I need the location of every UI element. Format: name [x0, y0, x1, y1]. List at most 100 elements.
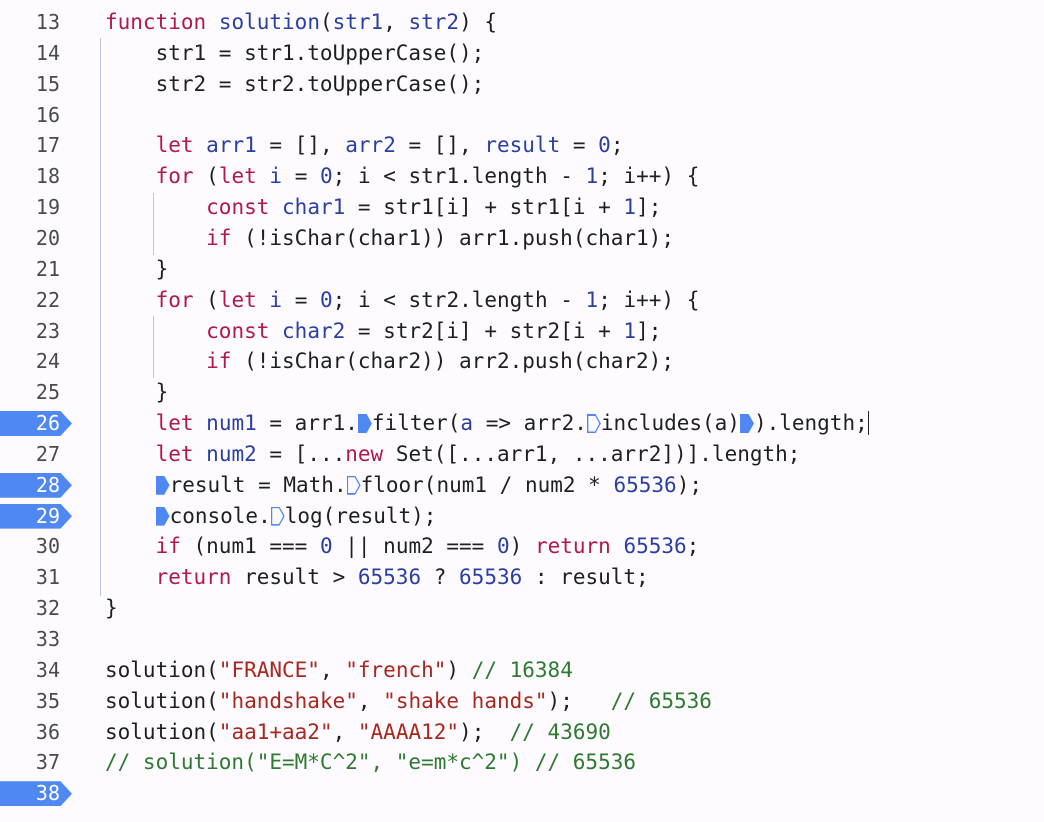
code-token: );: [547, 688, 611, 713]
code-text[interactable]: if (!isChar(char1)) arr1.push(char1);: [105, 223, 674, 254]
code-text[interactable]: solution("handshake", "shake hands"); //…: [105, 686, 712, 717]
code-line[interactable]: 32}: [0, 593, 1044, 624]
line-number[interactable]: 33: [35, 627, 60, 651]
code-text[interactable]: }: [105, 254, 169, 285]
line-number[interactable]: 19: [35, 195, 60, 220]
code-token: 65536: [623, 534, 687, 559]
active-inline-breakpoint-icon[interactable]: [155, 475, 170, 495]
code-text[interactable]: const char2 = str2[i] + str2[i + 1];: [105, 316, 661, 347]
line-number[interactable]: 24: [35, 349, 60, 374]
code-text[interactable]: // solution("E=M*C^2", "e=m*c^2") // 655…: [105, 747, 636, 778]
breakpoint-marker[interactable]: [0, 503, 72, 529]
code-text[interactable]: str1 = str1.toUpperCase();: [105, 38, 485, 69]
code-line[interactable]: 24 if (!isChar(char2)) arr2.push(char2);: [0, 346, 1044, 377]
inactive-inline-breakpoint-icon[interactable]: [586, 414, 601, 434]
line-number[interactable]: 20: [35, 225, 60, 250]
code-text[interactable]: return result > 65536 ? 65536 : result;: [105, 562, 649, 593]
breakpoint-marker[interactable]: [0, 472, 72, 498]
line-number[interactable]: 15: [35, 71, 60, 96]
code-text[interactable]: }: [105, 377, 169, 408]
code-text[interactable]: const char1 = str1[i] + str1[i + 1];: [105, 192, 661, 223]
code-line[interactable]: 28 result = Math.floor(num1 / num2 * 655…: [0, 470, 1044, 501]
breakpoint-marker[interactable]: [0, 411, 72, 437]
code-line[interactable]: 20 if (!isChar(char1)) arr1.push(char1);: [0, 223, 1044, 254]
code-token: =: [282, 164, 320, 189]
code-token: [194, 411, 207, 435]
breakpoint-marker[interactable]: [0, 781, 72, 807]
code-line[interactable]: 33: [0, 624, 1044, 655]
code-token: [105, 473, 156, 497]
line-number[interactable]: 18: [35, 164, 60, 189]
line-number[interactable]: 28: [35, 472, 60, 497]
code-token: =: [282, 287, 320, 312]
line-number[interactable]: 31: [35, 565, 60, 590]
code-line[interactable]: 27 let num2 = [...new Set([...arr1, ...a…: [0, 439, 1044, 470]
code-line[interactable]: 19 const char1 = str1[i] + str1[i + 1];: [0, 192, 1044, 223]
code-line[interactable]: 18 for (let i = 0; i < str1.length - 1; …: [0, 161, 1044, 192]
line-number[interactable]: 38: [35, 781, 60, 806]
line-number[interactable]: 13: [35, 10, 60, 34]
code-text[interactable]: for (let i = 0; i < str1.length - 1; i++…: [105, 161, 700, 192]
code-token: [194, 133, 207, 157]
code-line[interactable]: 31 return result > 65536 ? 65536 : resul…: [0, 562, 1044, 593]
line-number[interactable]: 34: [35, 657, 60, 682]
code-text[interactable]: solution("aa1+aa2", "AAAA12"); // 43690: [105, 717, 611, 748]
code-line[interactable]: 38: [0, 778, 1044, 809]
code-line[interactable]: 13 function solution(str1, str2) {: [0, 7, 1044, 38]
code-line[interactable]: 34 solution("FRANCE", "french") // 16384: [0, 655, 1044, 686]
line-number[interactable]: 32: [35, 596, 60, 621]
code-token: str1 = str1.toUpperCase();: [105, 40, 485, 65]
code-line[interactable]: 22 for (let i = 0; i < str2.length - 1; …: [0, 285, 1044, 316]
line-number[interactable]: 36: [35, 719, 60, 744]
line-number[interactable]: 25: [35, 380, 60, 405]
code-token: 1: [623, 195, 637, 220]
code-line[interactable]: 36 solution("aa1+aa2", "AAAA12"); // 4369…: [0, 717, 1044, 748]
line-number[interactable]: 26: [35, 411, 60, 436]
code-line[interactable]: 25 }: [0, 377, 1044, 408]
code-line[interactable]: 15 str2 = str2.toUpperCase();: [0, 69, 1044, 100]
line-number[interactable]: 22: [35, 287, 60, 312]
code-line[interactable]: 29 console.log(result);: [0, 501, 1044, 532]
code-token: // 43690: [509, 719, 611, 744]
active-inline-breakpoint-icon[interactable]: [357, 414, 372, 434]
code-text[interactable]: solution("FRANCE", "french") // 16384: [105, 655, 573, 686]
code-line[interactable]: 23 const char2 = str2[i] + str2[i + 1];: [0, 316, 1044, 347]
code-text[interactable]: if (num1 === 0 || num2 === 0) return 655…: [105, 531, 700, 562]
code-text[interactable]: for (let i = 0; i < str2.length - 1; i++…: [105, 285, 700, 316]
code-line[interactable]: 14 str1 = str1.toUpperCase();: [0, 38, 1044, 69]
code-token: // 65536: [610, 688, 712, 713]
line-number[interactable]: 37: [35, 750, 60, 775]
inactive-inline-breakpoint-icon[interactable]: [270, 506, 285, 526]
code-line[interactable]: 16: [0, 100, 1044, 131]
code-text[interactable]: let num2 = [...new Set([...arr1, ...arr2…: [105, 439, 801, 470]
line-number[interactable]: 17: [35, 133, 60, 158]
line-number[interactable]: 14: [35, 40, 60, 65]
code-line[interactable]: 17 let arr1 = [], arr2 = [], result = 0;: [0, 130, 1044, 161]
code-text[interactable]: str2 = str2.toUpperCase();: [105, 69, 485, 100]
line-number[interactable]: 29: [35, 503, 60, 528]
code-text[interactable]: }: [105, 593, 118, 624]
code-token: ;: [686, 534, 700, 559]
line-number[interactable]: 16: [35, 102, 60, 127]
code-line[interactable]: 37 // solution("E=M*C^2", "e=m*c^2") // 6…: [0, 747, 1044, 778]
line-number[interactable]: 30: [35, 534, 60, 559]
code-text[interactable]: let num1 = arr1.filter(a => arr2.include…: [105, 408, 869, 439]
code-token: a: [460, 411, 474, 436]
code-text[interactable]: result = Math.floor(num1 / num2 * 65536)…: [105, 470, 702, 501]
code-line[interactable]: 35 solution("handshake", "shake hands"); …: [0, 686, 1044, 717]
line-number[interactable]: 23: [35, 318, 60, 343]
active-inline-breakpoint-icon[interactable]: [155, 506, 170, 526]
line-number[interactable]: 21: [35, 256, 60, 281]
line-number[interactable]: 35: [35, 688, 60, 713]
line-number[interactable]: 27: [35, 441, 60, 466]
code-line[interactable]: 21 }: [0, 254, 1044, 285]
inactive-inline-breakpoint-icon[interactable]: [346, 475, 361, 495]
code-line[interactable]: 30 if (num1 === 0 || num2 === 0) return …: [0, 531, 1044, 562]
code-text[interactable]: let arr1 = [], arr2 = [], result = 0;: [105, 130, 624, 161]
active-inline-breakpoint-icon[interactable]: [739, 414, 754, 434]
code-text[interactable]: if (!isChar(char2)) arr2.push(char2);: [105, 346, 674, 377]
code-text[interactable]: function solution(str1, str2) {: [105, 7, 497, 38]
code-text[interactable]: console.log(result);: [105, 501, 436, 532]
code-line[interactable]: 26 let num1 = arr1.filter(a => arr2.incl…: [0, 408, 1044, 439]
